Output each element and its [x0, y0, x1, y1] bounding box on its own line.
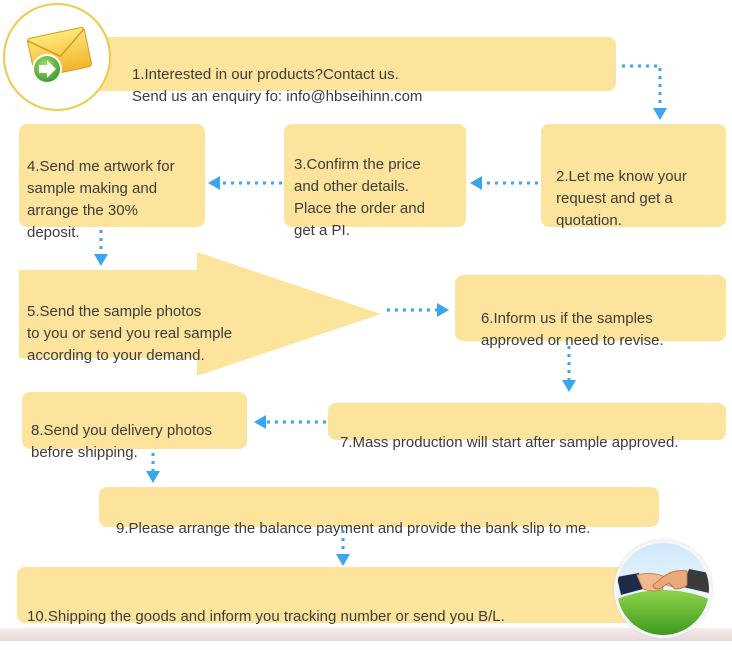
arrow-step7-to-step8	[254, 415, 326, 429]
step-2-text: 2.Let me know your request and get a quo…	[556, 168, 687, 229]
step-9-box: 9.Please arrange the balance payment and…	[99, 487, 659, 537]
handshake-icon	[617, 543, 709, 635]
step-1-text: 1.Interested in our products?Contact us.…	[132, 66, 423, 105]
step-5-arrow-shape	[19, 252, 381, 376]
step-10-text: 10.Shipping the goods and inform you tra…	[27, 608, 505, 625]
step-7-box: 7.Mass production will start after sampl…	[328, 403, 726, 451]
step-3-text: 3.Confirm the price and other details. P…	[294, 156, 425, 239]
arrow-step2-to-step3	[470, 176, 538, 190]
step-8-text: 8.Send you delivery photos before shippi…	[31, 422, 212, 461]
handshake-icon-badge	[614, 540, 712, 638]
arrow-step4-to-step5	[94, 230, 108, 266]
envelope-icon-badge	[3, 3, 111, 111]
step-3-box: 3.Confirm the price and other details. P…	[284, 124, 466, 239]
arrow-step1-to-step2	[622, 64, 667, 120]
arrow-step5-to-step6	[387, 303, 449, 317]
arrow-step3-to-step4	[208, 176, 282, 190]
step-5-text-wrap: 5.Send the sample photos to you or send …	[27, 279, 232, 389]
step-1-box: 1.Interested in our products?Contact us.…	[40, 37, 616, 105]
step-4-box: 4.Send me artwork for sample making and …	[19, 124, 205, 241]
step-2-box: 2.Let me know your request and get a quo…	[541, 124, 726, 229]
step-10-box: 10.Shipping the goods and inform you tra…	[17, 567, 645, 625]
step-7-text: 7.Mass production will start after sampl…	[340, 434, 679, 451]
arrow-step8-to-step9	[146, 453, 160, 483]
arrow-step6-to-step7	[562, 346, 576, 392]
step-4-text: 4.Send me artwork for sample making and …	[27, 158, 175, 241]
envelope-arrow-icon	[27, 26, 92, 84]
step-8-box: 8.Send you delivery photos before shippi…	[22, 392, 247, 461]
step-6-box: 6.Inform us if the samples approved or n…	[455, 275, 726, 349]
step-6-text: 6.Inform us if the samples approved or n…	[481, 310, 664, 349]
step-5-text: 5.Send the sample photos to you or send …	[27, 303, 233, 364]
bottom-band	[0, 628, 732, 641]
step-9-text: 9.Please arrange the balance payment and…	[116, 520, 591, 537]
arrow-step9-to-step10	[336, 530, 350, 566]
